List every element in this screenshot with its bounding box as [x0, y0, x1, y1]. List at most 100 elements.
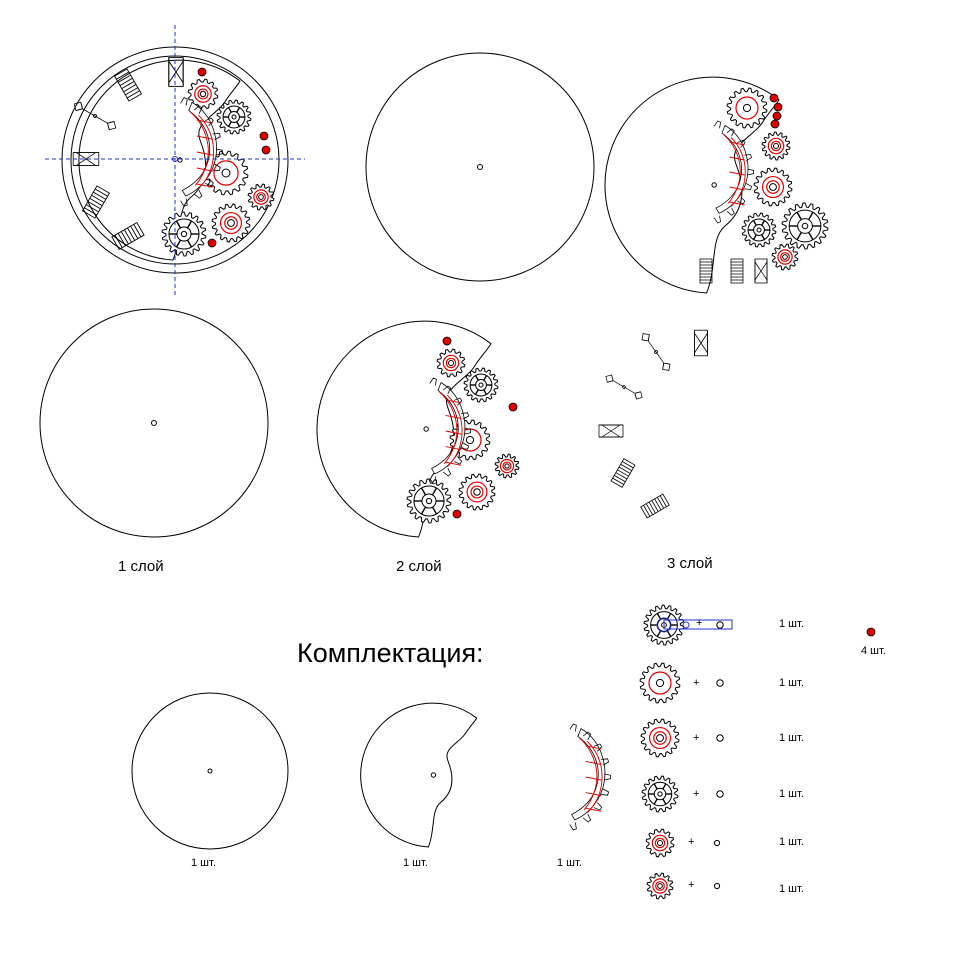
sector-red-divider — [445, 461, 462, 466]
sector-gear — [429, 377, 472, 485]
roman-numeral — [639, 330, 673, 374]
plus-sign: + — [688, 836, 695, 848]
gear-red-ring — [213, 160, 239, 186]
center-hole — [151, 420, 157, 426]
gear-axle — [782, 254, 788, 260]
gear-red-ring — [445, 357, 457, 369]
gear-red-ring — [256, 192, 266, 202]
gear-spoke — [752, 220, 757, 226]
center-hole — [477, 164, 483, 170]
kit-parts — [131, 604, 876, 900]
gear-spoke — [431, 506, 438, 515]
gear-axle — [465, 435, 475, 445]
sector-red-divider — [196, 135, 213, 140]
gear-spoke — [474, 389, 479, 395]
gear-spoke — [186, 220, 193, 229]
gear-outline — [741, 212, 777, 248]
plus-sign: + — [688, 879, 695, 891]
red-dot — [773, 102, 783, 112]
gear-axle — [180, 230, 188, 238]
layer-3-label: 3 слой — [667, 555, 713, 572]
gear — [458, 473, 496, 511]
red-dot — [207, 238, 217, 248]
gear-axle — [756, 227, 762, 233]
sector-red-divider — [729, 171, 745, 176]
gear-axle — [656, 734, 664, 742]
assembled-clock — [45, 25, 305, 296]
gear — [216, 99, 252, 135]
disc-outline — [365, 52, 595, 282]
gear-red-ring — [735, 96, 759, 120]
gear-outline — [646, 872, 674, 900]
gear-axle — [801, 222, 809, 230]
gear-spoke — [662, 783, 667, 790]
kit-title: Комплектация: — [297, 638, 484, 668]
sector-red-divider — [445, 430, 462, 435]
sector-red-divider — [196, 119, 213, 124]
gear — [753, 167, 793, 207]
gear-axle — [231, 114, 237, 120]
gear — [726, 87, 768, 129]
gear — [494, 453, 520, 479]
count-gear-6: 1 шт. — [779, 883, 804, 895]
sector-teeth — [713, 120, 754, 224]
gear-spoke — [474, 375, 479, 381]
sector-red-divider — [445, 446, 462, 451]
gear-spoke — [662, 798, 667, 805]
sector-body — [715, 124, 749, 214]
gear-spoke — [761, 220, 766, 226]
sector-red-divider — [729, 186, 745, 191]
gear-spoke — [227, 107, 232, 113]
count-sector-gear: 1 шт. — [557, 857, 582, 869]
gear-axle — [227, 219, 235, 227]
gear-spoke — [483, 375, 488, 381]
gear-red-ring — [766, 180, 780, 194]
gear-axle — [504, 463, 510, 469]
sector-red-divider — [196, 183, 213, 188]
sector-red-divider — [585, 792, 602, 797]
gear — [641, 775, 679, 813]
center-hole — [423, 426, 429, 432]
gear — [771, 243, 799, 271]
roman-numeral — [754, 258, 768, 284]
gear-red-ring — [767, 137, 785, 155]
sector-gear — [713, 120, 754, 224]
gear-red-ring — [770, 140, 782, 152]
gear — [463, 367, 499, 403]
center-hole — [430, 772, 437, 778]
gear-spoke — [666, 613, 672, 620]
gear-outline — [216, 99, 252, 135]
plus-sign: + — [693, 677, 700, 689]
gear-axle — [473, 488, 481, 496]
center-mark — [172, 156, 178, 162]
gear-red-ring — [470, 485, 484, 499]
count-gear-4: 1 шт. — [779, 788, 804, 800]
gear-red-ring — [197, 88, 209, 100]
cutout-preview — [604, 76, 829, 294]
gear-spoke — [808, 211, 814, 220]
gear-outline — [641, 775, 679, 813]
gear — [640, 718, 680, 758]
gear-spoke — [666, 630, 672, 637]
gear-outline — [753, 167, 793, 207]
sector-body — [181, 101, 217, 197]
cutout-outline — [360, 702, 478, 848]
gear-red-ring — [499, 458, 515, 474]
gear-axle — [425, 497, 433, 505]
sector-red-divider — [445, 399, 462, 404]
layer-3-numerals — [598, 329, 708, 519]
plain-disc-preview — [365, 52, 595, 282]
gear-outline — [211, 203, 251, 243]
red-dot — [772, 111, 782, 121]
sector-red-arc — [446, 394, 463, 468]
gear-spoke — [796, 232, 802, 241]
gear — [187, 78, 219, 110]
gear-red-ring — [651, 834, 669, 852]
gear-red-ring — [502, 461, 512, 471]
gear — [741, 212, 777, 248]
gear-outline — [726, 87, 768, 129]
gear — [406, 478, 452, 524]
cutout-disc — [360, 702, 478, 848]
red-dot — [442, 336, 452, 346]
gear — [436, 348, 466, 378]
